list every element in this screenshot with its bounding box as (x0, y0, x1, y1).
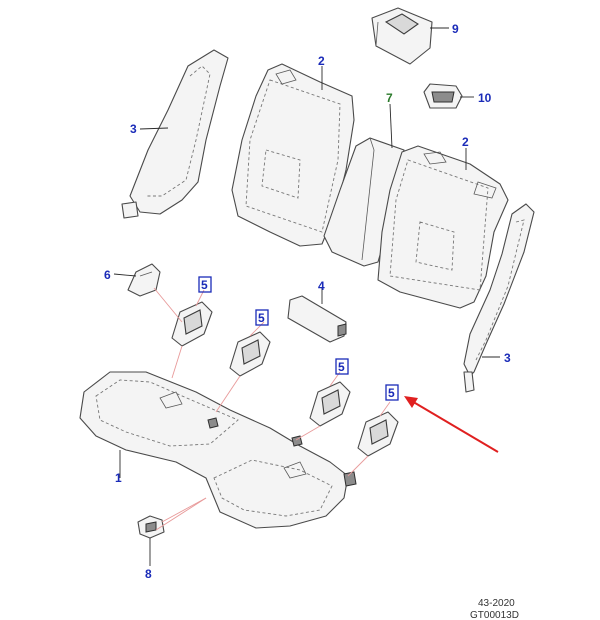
callout-7: 7 (386, 91, 393, 105)
callout-3-left: 3 (130, 122, 137, 136)
part-3-right-side-trim (463, 203, 535, 393)
part-3-left-side-trim (121, 49, 229, 219)
part-2-right-seatback-panel (377, 145, 509, 309)
callout-2-left: 2 (318, 54, 325, 68)
callout-6: 6 (104, 268, 111, 282)
footer-code: 43-2020 (478, 598, 515, 609)
part-6-bracket (127, 263, 161, 297)
footer-ref: GT00013D (470, 610, 519, 620)
callout-5-c: 5 (338, 360, 345, 374)
callout-5-a: 5 (201, 278, 208, 292)
highlight-arrow (404, 396, 499, 453)
callout-labels: 1 2 2 3 3 4 6 7 8 9 10 5 5 5 5 (104, 22, 511, 581)
part-5-hinge-c (309, 381, 351, 427)
part-9-cover (371, 7, 433, 65)
callout-1: 1 (115, 471, 122, 485)
callout-10: 10 (478, 91, 492, 105)
part-5-hinge-a (171, 301, 213, 347)
part-2-left-seatback-panel (231, 63, 355, 247)
callout-5-b: 5 (258, 311, 265, 325)
part-5-hinge-b (229, 331, 271, 377)
callout-4: 4 (318, 279, 325, 293)
callout-5-d: 5 (388, 386, 395, 400)
callout-2-right: 2 (462, 135, 469, 149)
leader-lines (113, 27, 500, 566)
part-1-seat-cushion (79, 371, 357, 529)
part-10-bracket (423, 83, 463, 109)
part-5-hinge-d (357, 411, 399, 457)
callout-3-right: 3 (504, 351, 511, 365)
part-4-trim-cover (287, 295, 347, 343)
callout-9: 9 (452, 22, 459, 36)
callout-8: 8 (145, 567, 152, 581)
